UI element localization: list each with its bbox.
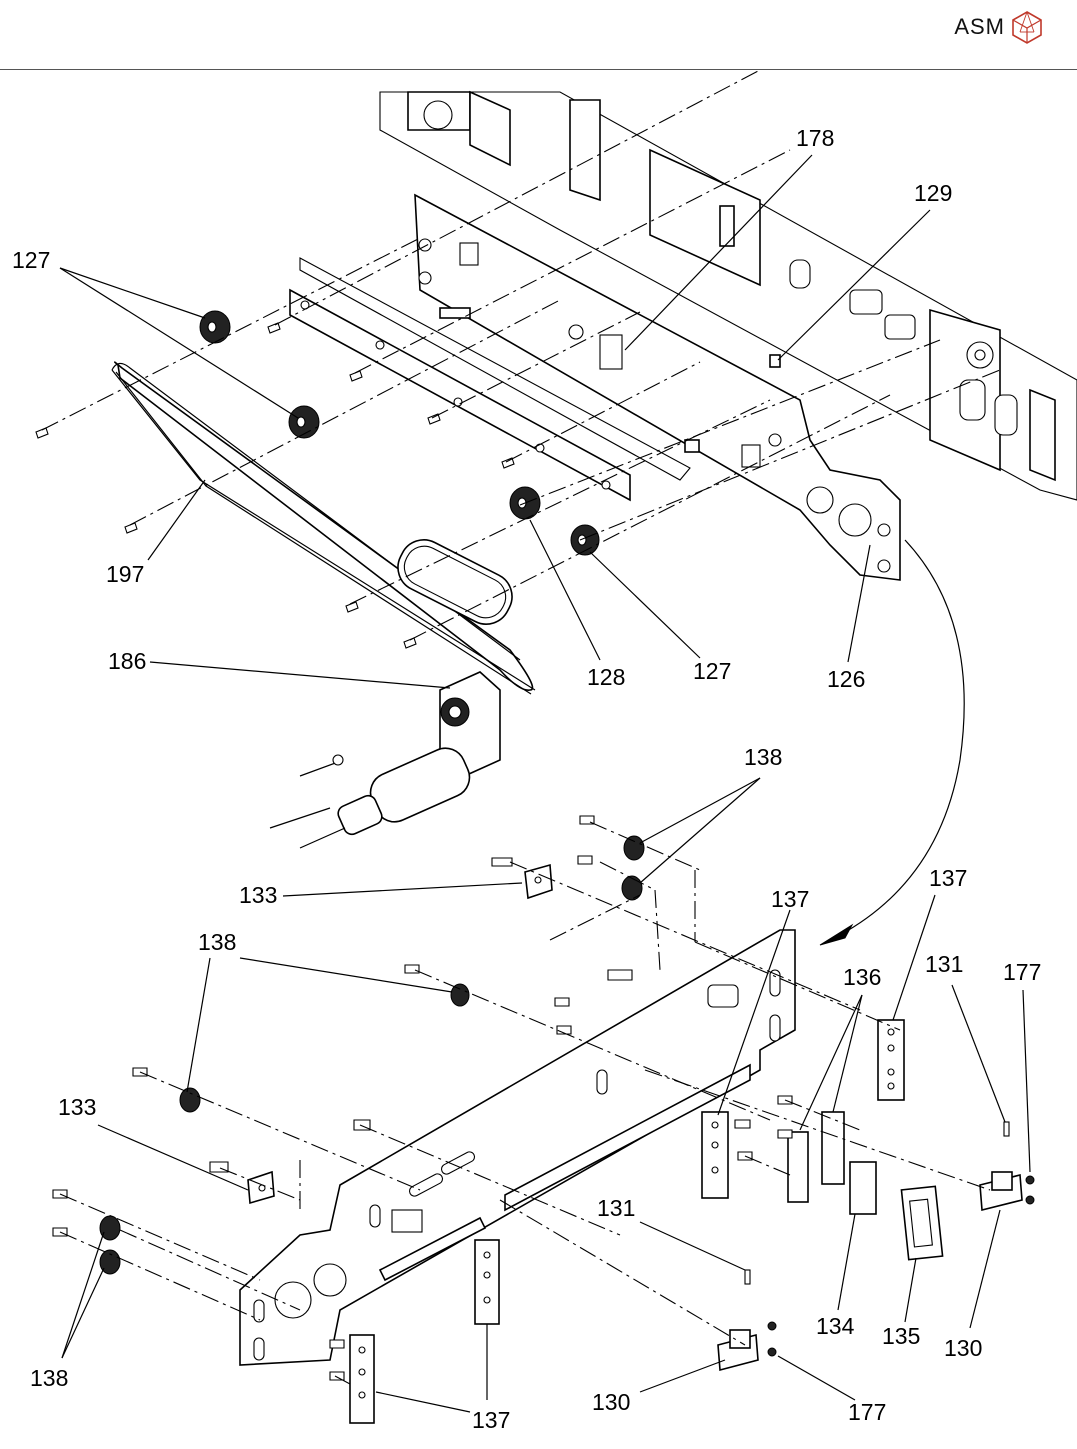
callout-137-right: 137 — [929, 865, 967, 891]
block-133-left — [248, 1172, 274, 1203]
pulley-127-top — [200, 311, 230, 343]
callout-130-right: 130 — [944, 1335, 982, 1361]
bracket-137-lower — [475, 1240, 499, 1324]
drive-motor — [270, 672, 500, 848]
callout-178: 178 — [796, 125, 834, 151]
bracket-137-mid — [702, 1112, 728, 1198]
callout-186: 186 — [108, 648, 146, 674]
part-178 — [720, 206, 734, 246]
hinge-130-right — [980, 1172, 1022, 1210]
callout-133-top: 133 — [239, 882, 277, 908]
callout-131-bottom: 131 — [597, 1195, 635, 1221]
callout-133-left: 133 — [58, 1094, 96, 1120]
callout-137-mid: 137 — [771, 886, 809, 912]
callout-129: 129 — [914, 180, 952, 206]
callout-126: 126 — [827, 666, 865, 692]
callout-134: 134 — [816, 1313, 855, 1339]
callout-128: 128 — [587, 664, 625, 690]
callout-127-upper: 127 — [12, 247, 50, 273]
callout-135: 135 — [882, 1323, 920, 1349]
bracket-136 — [788, 1112, 844, 1202]
block-133-top — [525, 865, 552, 898]
clip-135 — [901, 1186, 942, 1259]
callout-137-bottom: 137 — [472, 1407, 510, 1433]
callout-131-right: 131 — [925, 951, 963, 977]
callout-136: 136 — [843, 964, 881, 990]
bracket-137-bottom — [350, 1335, 374, 1423]
pin-131-bottom — [745, 1270, 750, 1284]
hinge-130-bottom — [718, 1330, 758, 1370]
callout-177-right: 177 — [1003, 959, 1041, 985]
callout-138-left: 138 — [198, 929, 236, 955]
callout-127-lower: 127 — [693, 658, 731, 684]
callout-138-bottom: 138 — [30, 1365, 68, 1391]
callout-138-top: 138 — [744, 744, 782, 770]
block-134 — [850, 1162, 876, 1214]
nut-177-c — [768, 1348, 776, 1356]
callout-197: 197 — [106, 561, 144, 587]
nut-177-b — [1026, 1196, 1034, 1204]
pin-131-right — [1004, 1122, 1009, 1136]
bracket-137-right — [878, 1020, 904, 1100]
nut-177-d — [768, 1322, 776, 1330]
callout-130-bottom: 130 — [592, 1389, 630, 1415]
callout-177-bottom: 177 — [848, 1399, 886, 1425]
part-129 — [770, 355, 780, 367]
nut-177-a — [1026, 1176, 1034, 1184]
pulley-127-mid — [289, 406, 319, 438]
